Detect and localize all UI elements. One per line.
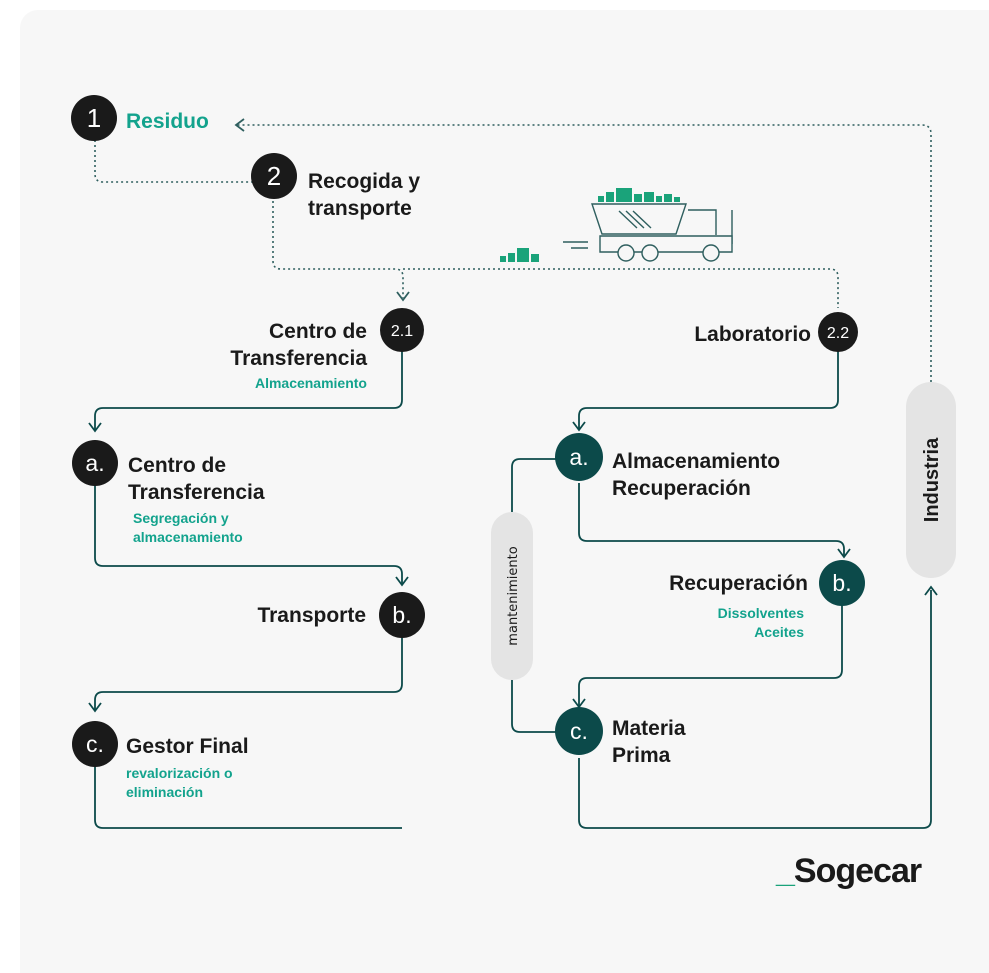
step-2-label: Recogida y transporte <box>308 168 420 222</box>
left-a-sub-line2: almacenamiento <box>133 529 243 545</box>
right-b-sub: Dissolventes Aceites <box>718 604 804 642</box>
right-a-label-line2: Recuperación <box>612 477 751 500</box>
step-2-label-line1: Recogida y <box>308 170 421 193</box>
right-a-circle <box>555 433 603 481</box>
right-c-label-line2: Prima <box>612 744 671 767</box>
right-c-label: Materia Prima <box>612 715 686 769</box>
left-b-number: b. <box>392 602 411 628</box>
left-b-circle <box>379 592 425 638</box>
step-2-1-circle <box>380 308 424 352</box>
left-b-label: Transporte <box>257 604 366 627</box>
left-a-circle <box>72 440 118 486</box>
step-2-1-label: Centro de Transferencia <box>230 318 367 372</box>
step-1-label: Residuo <box>126 110 209 133</box>
arrow-down-icon <box>88 702 102 713</box>
arrow-up-icon <box>924 585 938 596</box>
step-2-1-sub: Almacenamiento <box>254 375 367 391</box>
left-c-number: c. <box>86 731 104 757</box>
sogecar-logo: _Sogecar <box>776 851 922 891</box>
right-b-circle <box>819 560 865 606</box>
left-c-sub-line1: revalorización o <box>126 765 233 781</box>
small-blocks-icon <box>500 248 539 262</box>
right-c-label-line1: Materia <box>612 717 686 740</box>
step-2-2-label: Laboratorio <box>694 323 811 346</box>
right-c-circle <box>555 707 603 755</box>
arrow-down-icon <box>396 291 410 302</box>
left-a-sub-line1: Segregación y <box>133 510 229 526</box>
dotted-arrowheads <box>234 118 410 302</box>
left-c-sub-line2: eliminación <box>126 784 204 800</box>
left-a-label: Centro de Transferencia <box>128 452 265 506</box>
step-2-1-label-line2: Transferencia <box>230 347 367 370</box>
step-1-number: 1 <box>87 103 101 133</box>
mantenimiento-pill <box>491 512 533 680</box>
left-c-sub: revalorización o eliminación <box>126 764 233 802</box>
mantenimiento-label: mantenimiento <box>506 546 521 645</box>
arrow-down-icon <box>395 576 409 587</box>
right-c-number: c. <box>570 718 588 744</box>
step-2-2-number: 2.2 <box>827 325 849 342</box>
logo-wordmark: Sogecar <box>793 852 922 890</box>
arrow-left-icon <box>234 118 245 132</box>
left-c-label: Gestor Final <box>126 735 249 758</box>
step-2-circle <box>251 153 297 199</box>
left-a-number: a. <box>85 450 104 476</box>
left-c-circle <box>72 721 118 767</box>
right-b-number: b. <box>832 570 851 596</box>
step-1-circle <box>71 95 117 141</box>
arrow-down-icon <box>837 548 851 559</box>
step-2-1-label-line1: Centro de <box>268 320 367 343</box>
arrow-down-icon <box>572 421 586 432</box>
right-b-label: Recuperación <box>669 572 808 595</box>
right-b-sub-line1: Dissolventes <box>717 605 804 621</box>
left-a-label-line1: Centro de <box>128 454 227 477</box>
step-2-2-circle <box>818 312 858 352</box>
dotted-connectors <box>94 124 932 382</box>
step-2-label-line2: transporte <box>308 197 412 220</box>
right-a-number: a. <box>569 444 588 470</box>
step-circles <box>71 95 865 767</box>
solid-connectors <box>94 348 932 829</box>
right-b-sub-line2: Aceites <box>754 624 804 640</box>
right-a-label: Almacenamiento Recuperación <box>612 448 780 502</box>
cargo-blocks-icon <box>598 188 680 202</box>
logo-underscore: _ <box>776 852 795 890</box>
arrow-down-icon <box>88 422 102 433</box>
left-a-label-line2: Transferencia <box>128 481 265 504</box>
industria-label: Industria <box>921 437 943 522</box>
right-a-label-line1: Almacenamiento <box>612 450 781 473</box>
left-a-sub: Segregación y almacenamiento <box>133 509 243 547</box>
truck-icon <box>563 203 733 262</box>
solid-arrowheads <box>88 421 938 713</box>
diagram-canvas <box>20 10 989 973</box>
industria-pill <box>906 382 956 578</box>
step-2-number: 2 <box>267 161 281 191</box>
step-2-1-number: 2.1 <box>391 323 413 340</box>
